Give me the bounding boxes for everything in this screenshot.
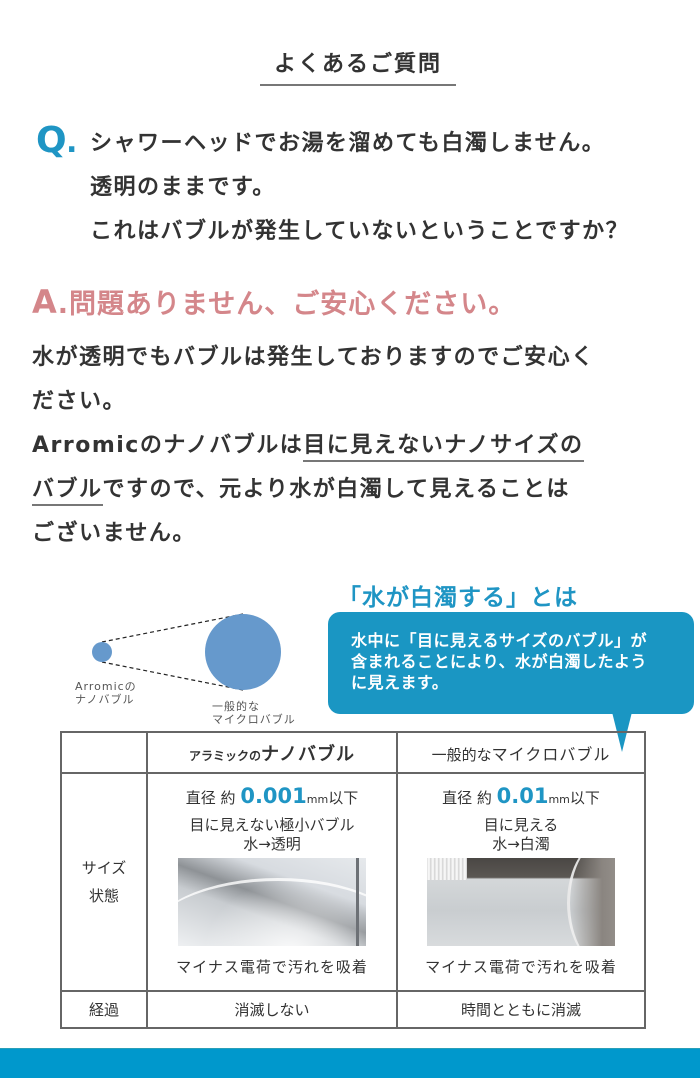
- callout-title: 「水が白濁する」とは: [338, 585, 578, 611]
- answer-underlined-text-2: バブル: [32, 477, 103, 506]
- answer-line-4-text: ですので、元より水が白濁して見えることは: [102, 477, 570, 502]
- nano-feature: マイナス電荷で汚れを吸着: [176, 958, 368, 976]
- nano-label-line-1: Arromicの: [75, 680, 137, 693]
- question-line-1: シャワーヘッドでお湯を溜めても白濁しません。: [90, 131, 606, 156]
- nano-state-line-2: 水→透明: [243, 835, 301, 853]
- nano-diameter-unit: mm: [306, 793, 329, 806]
- row-label-size: サイズ: [81, 859, 127, 877]
- micro-state-line-2: 水→白濁: [492, 835, 550, 853]
- glass-rod: [356, 858, 359, 946]
- micro-diameter-prefix: 直径 約: [442, 789, 497, 807]
- answer-heading: A.問題ありません、ご安心ください。: [32, 282, 516, 321]
- question-line-3: これはバブルが発生していないということですか？: [90, 219, 630, 244]
- micro-feature: マイナス電荷で汚れを吸着: [425, 958, 617, 976]
- bubble-size-diagram: [92, 613, 281, 691]
- answer-mark-a: A: [32, 283, 58, 321]
- micro-diameter-suffix: 以下: [569, 789, 600, 807]
- micro-bubble-circle: [205, 614, 281, 690]
- table-row-time: 経過 消滅しない 時間とともに消滅: [60, 990, 646, 1029]
- cell-nano-elapsed: 消滅しない: [146, 990, 398, 1029]
- nano-label-line-2: ナノバブル: [75, 693, 135, 706]
- callout-speech-bubble: [328, 612, 694, 714]
- nano-bubble-label: Arromicの ナノバブル: [75, 680, 137, 706]
- micro-diameter-unit: mm: [548, 793, 570, 806]
- nano-diameter-suffix: 以下: [328, 789, 359, 807]
- nano-state-line-1: 目に見えない極小バブル: [189, 816, 355, 834]
- glass-rim: [178, 878, 366, 946]
- faq-title: よくあるご質問: [260, 46, 456, 86]
- cell-micro-elapsed: 時間とともに消滅: [396, 990, 646, 1029]
- callout-line-1: 水中に「目に見えるサイズのバブル」が: [351, 631, 648, 650]
- row-label-elapsed: 経過: [60, 990, 148, 1029]
- answer-line-3: Arromicのナノバブルは目に見えないナノサイズの: [32, 424, 595, 468]
- dashed-line-bottom: [101, 661, 244, 691]
- micro-label-line-1: 一般的な: [212, 700, 260, 713]
- callout-line-2: 含まれることにより、水が白濁したよう: [351, 652, 648, 671]
- micro-diameter-value: 0.01: [496, 784, 549, 808]
- table-corner-cell: [60, 731, 148, 774]
- dashed-line-top: [101, 613, 244, 643]
- answer-line-5: ございません。: [32, 521, 196, 546]
- row-label-state: 状態: [88, 887, 119, 905]
- nano-state: 目に見えない極小バブル 水→透明: [148, 816, 396, 854]
- nano-bubble-circle: [92, 642, 112, 662]
- row-label-size-state: サイズ 状態: [60, 772, 148, 992]
- question-mark-q: Q: [36, 120, 67, 161]
- header-micro-prefix: 一般的な: [431, 745, 492, 764]
- header-micro-bubble: 一般的なマイクロバブル: [396, 731, 646, 774]
- cell-nano-size: 直径 約 0.001mm以下 目に見えない極小バブル 水→透明 マイナス電荷で汚…: [146, 772, 398, 992]
- table-header-row: アラミックのナノバブル 一般的なマイクロバブル: [60, 731, 646, 774]
- glass-edge: [567, 858, 615, 946]
- question-text: シャワーヘッドでお湯を溜めても白濁しません。 透明のままです。 これはバブルが発…: [90, 122, 629, 254]
- header-nano-title: ナノバブル: [260, 743, 356, 765]
- header-nano-prefix: アラミックの: [188, 748, 261, 763]
- comparison-table: アラミックのナノバブル 一般的なマイクロバブル サイズ 状態 直径 約 0.00…: [60, 731, 646, 1029]
- cell-micro-size: 直径 約 0.01mm以下 目に見える 水→白濁 マイナス電荷で汚れを吸着: [396, 772, 646, 992]
- footer-bar: [0, 1048, 700, 1078]
- answer-line-3-text: Arromicのナノバブルは: [32, 433, 304, 458]
- answer-body: 水が透明でもバブルは発生しておりますのでご安心く ださい。 Arromicのナノ…: [32, 336, 595, 556]
- clear-water-photo: [178, 858, 366, 946]
- micro-bubble-label: 一般的な マイクロバブル: [212, 700, 296, 726]
- answer-underlined-text-1: 目に見えないナノサイズの: [303, 433, 584, 462]
- micro-diameter: 直径 約 0.01mm以下: [398, 784, 644, 808]
- callout-text: 水中に「目に見えるサイズのバブル」が 含まれることにより、水が白濁したよう に見…: [351, 630, 647, 693]
- nano-diameter-value: 0.001: [240, 784, 307, 808]
- question-mark-dot: .: [66, 125, 78, 160]
- answer-line-4: バブルですので、元より水が白濁して見えることは: [32, 468, 595, 512]
- callout-line-3: に見えます。: [351, 673, 449, 692]
- header-nano-bubble: アラミックのナノバブル: [146, 731, 398, 774]
- nano-diameter-prefix: 直径 約: [185, 789, 241, 807]
- answer-line-1: 水が透明でもバブルは発生しておりますのでご安心く: [32, 345, 595, 370]
- header-micro-title: マイクロバブル: [491, 744, 611, 764]
- answer-line-2: ださい。: [32, 389, 127, 414]
- micro-label-line-2: マイクロバブル: [212, 713, 296, 726]
- micro-state-line-1: 目に見える: [483, 816, 559, 834]
- answer-heading-text: .問題ありません、ご安心ください。: [57, 289, 517, 320]
- cloudy-water-photo: [427, 858, 615, 946]
- table-row-size: サイズ 状態 直径 約 0.001mm以下 目に見えない極小バブル 水→透明 マ…: [60, 772, 646, 992]
- micro-state: 目に見える 水→白濁: [398, 816, 644, 854]
- foam-bubbles: [427, 858, 467, 880]
- question-line-2: 透明のままです。: [90, 175, 276, 200]
- nano-diameter: 直径 約 0.001mm以下: [148, 784, 396, 808]
